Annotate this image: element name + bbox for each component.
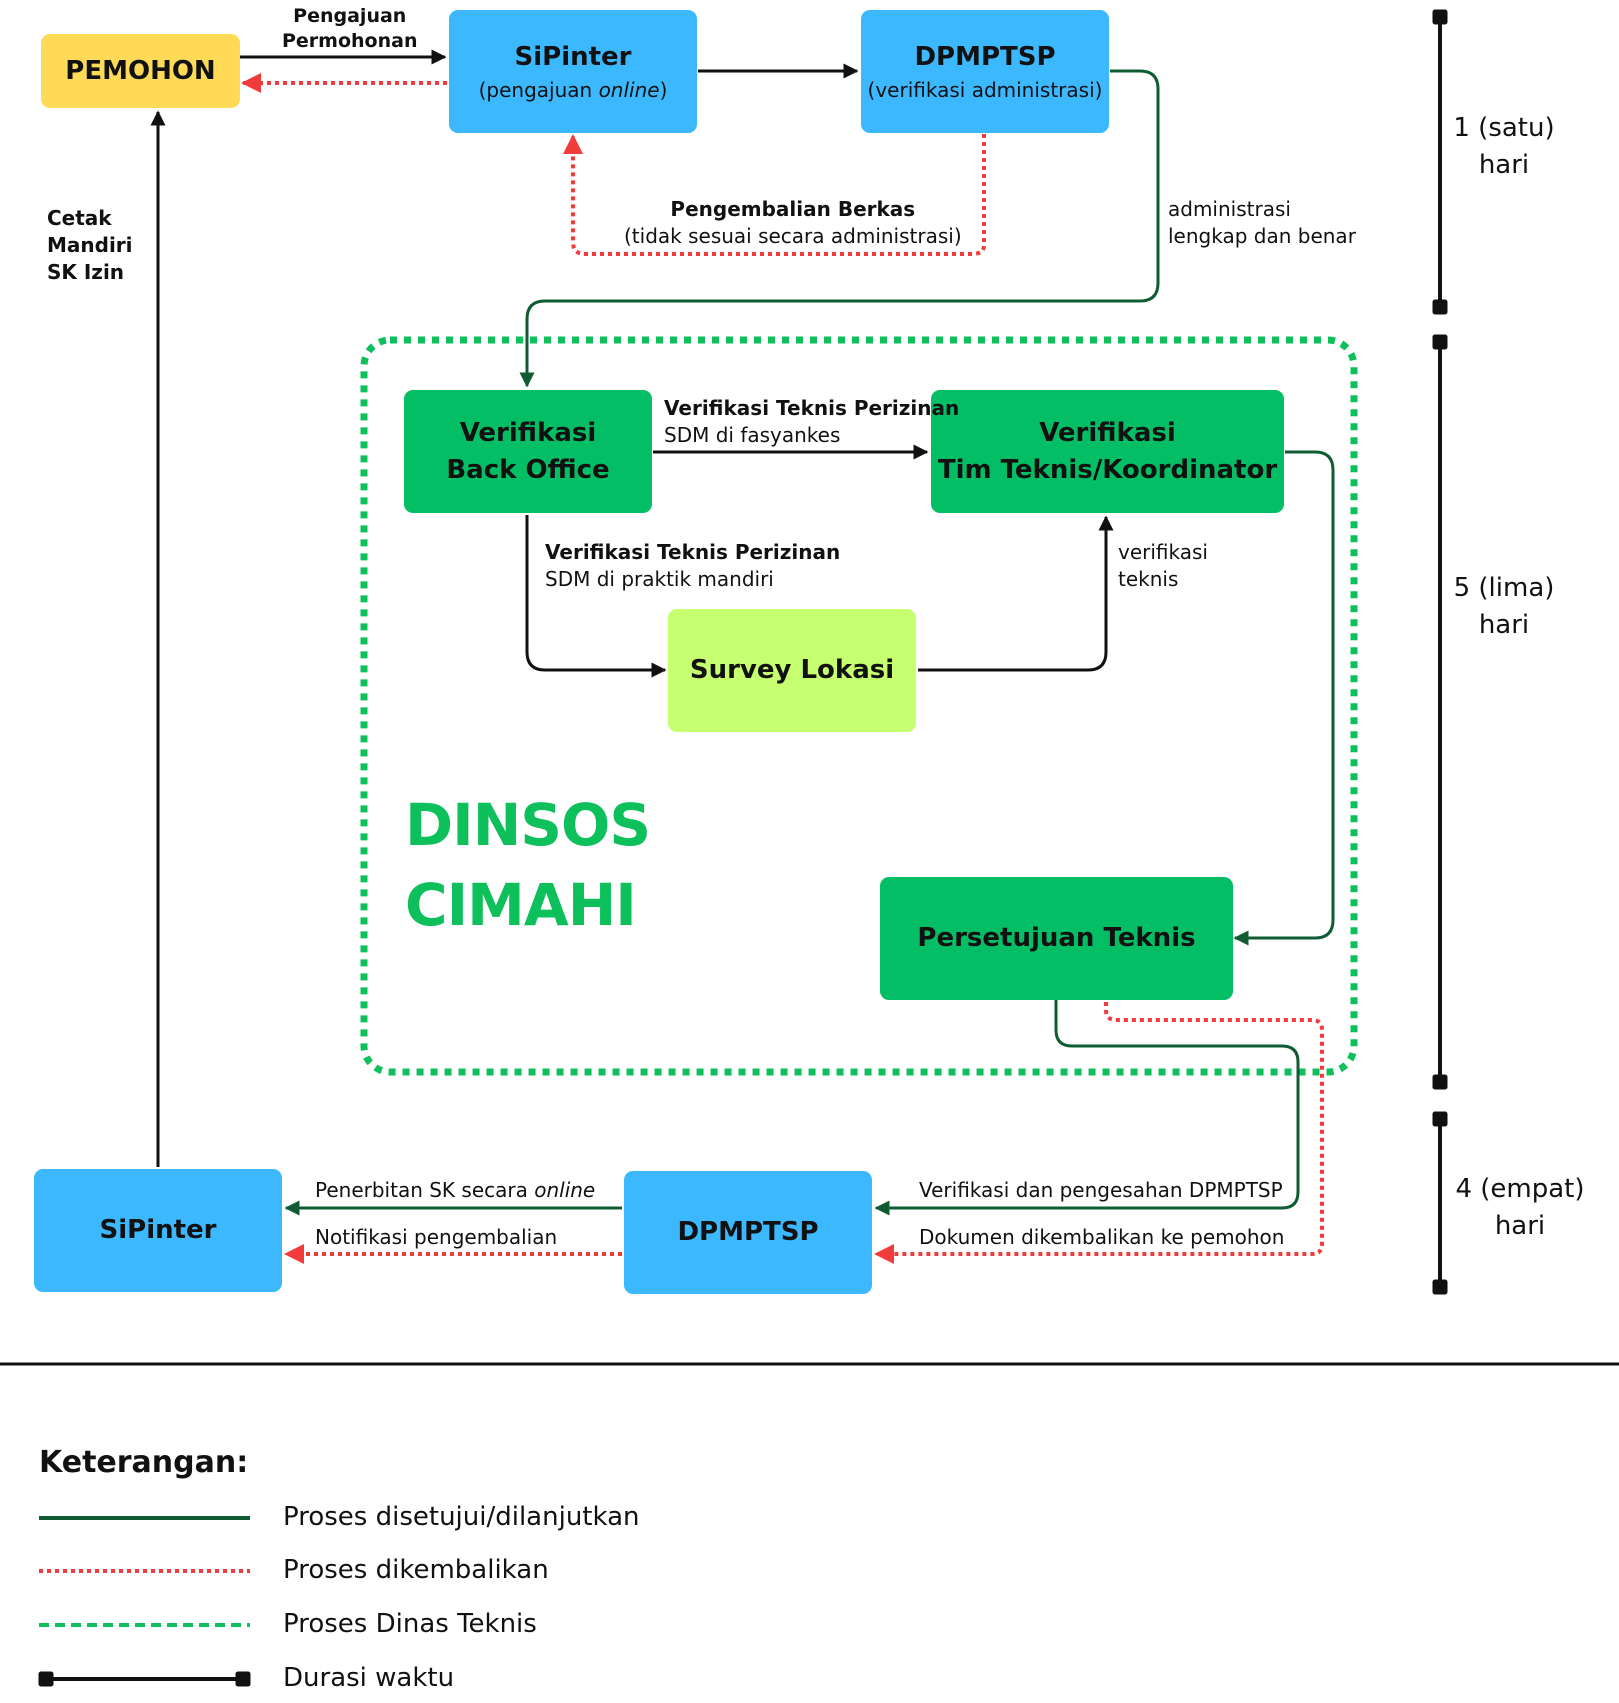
label-praktik-mandiri: Verifikasi Teknis Perizinan SDM di prakt…	[545, 540, 841, 591]
dpmptsp-top-title: DPMPTSP	[914, 42, 1056, 72]
duration-bar-1	[1432, 9, 1448, 315]
label-verifikasi-teknis: verifikasi teknis	[1118, 540, 1208, 591]
back-office-line2: Back Office	[446, 454, 610, 485]
persetujuan-teknis-label: Persetujuan Teknis	[917, 923, 1196, 953]
label-cetak-mandiri: Cetak Mandiri SK Izin	[47, 206, 133, 284]
tim-teknis-line2: Tim Teknis/Koordinator	[937, 454, 1278, 485]
label-dikembalikan: Dokumen dikembalikan ke pemohon	[919, 1225, 1285, 1249]
label-notifikasi: Notifikasi pengembalian	[315, 1225, 558, 1249]
arrow-verifikasi-teknis	[918, 515, 1114, 672]
label-administrasi: administrasi lengkap dan benar	[1168, 197, 1356, 248]
dpmptsp-top-subtitle: (verifikasi administrasi)	[867, 78, 1103, 102]
duration-bar-3	[1432, 1111, 1448, 1295]
dinsos-cimahi-label: DINSOS CIMAHI	[405, 791, 651, 939]
arrow-administrasi-lengkap	[519, 69, 1160, 388]
dpmptsp-top-box: DPMPTSP (verifikasi administrasi)	[861, 10, 1109, 133]
sipinter-bottom-box: SiPinter	[34, 1169, 282, 1292]
arrow-pengembalian-berkas	[563, 134, 986, 256]
sipinter-top-box: SiPinter (pengajuan online)	[449, 10, 697, 133]
tim-teknis-box: Verifikasi Tim Teknis/Koordinator	[931, 390, 1284, 513]
sipinter-top-title: SiPinter	[514, 42, 632, 72]
label-pengajuan: Pengajuan Permohonan	[282, 5, 418, 52]
dinsos-region-border	[360, 336, 1358, 1076]
legend-duration-sample	[38, 1671, 251, 1687]
dpmptsp-bottom-label: DPMPTSP	[677, 1217, 819, 1247]
survey-lokasi-label: Survey Lokasi	[689, 655, 895, 685]
duration-label-2: 5 (lima) hari	[1453, 573, 1555, 640]
legend-item-durasi: Durasi waktu	[283, 1663, 455, 1693]
duration-bar-2	[1432, 334, 1448, 1090]
arrow-persetujuan-approved	[874, 1000, 1300, 1216]
duration-label-3: 4 (empat) hari	[1455, 1174, 1585, 1241]
duration-label-1: 1 (satu) hari	[1453, 113, 1555, 180]
arrow-persetujuan-returned	[874, 1002, 1324, 1264]
label-penerbitan: Penerbitan SK secara online	[315, 1178, 596, 1202]
label-pengembalian-berkas: Pengembalian Berkas (tidak sesuai secara…	[624, 197, 962, 248]
dpmptsp-bottom-box: DPMPTSP	[624, 1171, 872, 1294]
legend-item-approved: Proses disetujui/dilanjutkan	[283, 1502, 640, 1532]
pemohon-box: PEMOHON	[41, 34, 240, 108]
legend-item-dinas-teknis: Proses Dinas Teknis	[283, 1609, 537, 1639]
sipinter-top-subtitle: (pengajuan online)	[478, 78, 668, 102]
sipinter-bottom-label: SiPinter	[99, 1215, 217, 1245]
pemohon-label: PEMOHON	[65, 55, 216, 86]
persetujuan-teknis-box: Persetujuan Teknis	[880, 877, 1233, 1000]
label-fasyankes: Verifikasi Teknis Perizinan SDM di fasya…	[664, 396, 960, 447]
survey-lokasi-box: Survey Lokasi	[668, 609, 916, 732]
tim-teknis-line1: Verifikasi	[1039, 417, 1176, 448]
back-office-box: Verifikasi Back Office	[404, 390, 652, 513]
arrow-to-persetujuan	[1233, 450, 1335, 946]
arrow-praktik-mandiri	[525, 515, 667, 678]
back-office-line1: Verifikasi	[459, 417, 597, 448]
label-verifikasi-pengesahan: Verifikasi dan pengesahan DPMPTSP	[919, 1178, 1283, 1202]
legend-title: Keterangan:	[39, 1445, 249, 1480]
legend-item-returned: Proses dikembalikan	[283, 1555, 549, 1585]
